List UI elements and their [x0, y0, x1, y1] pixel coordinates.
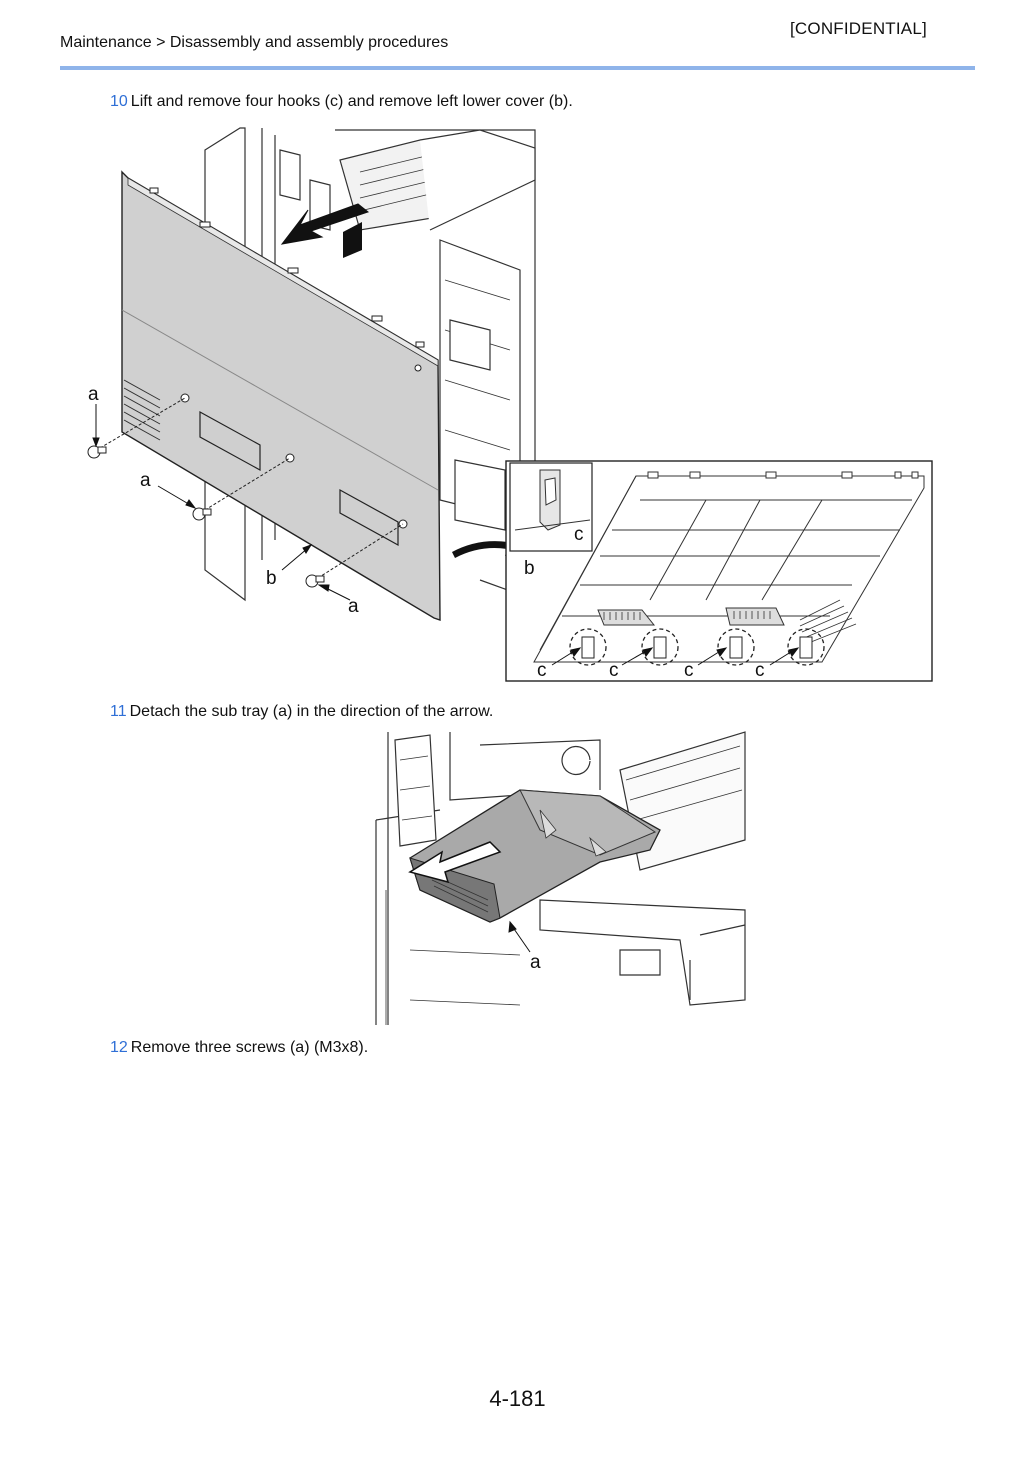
label-c-4: c — [755, 660, 765, 681]
header-rule — [60, 66, 975, 70]
label-b-inset: b — [524, 558, 535, 579]
left-lower-cover — [121, 170, 441, 621]
figure-sub-tray: a — [375, 731, 746, 1025]
label-a-3: a — [348, 596, 359, 617]
hooks-c — [569, 628, 825, 666]
step-text: Lift and remove four hooks (c) and remov… — [130, 93, 573, 110]
step-number: 12 — [110, 1039, 128, 1056]
screws-a — [87, 397, 404, 588]
label-a: a — [530, 952, 541, 973]
label-c-2: c — [609, 660, 619, 681]
figure-left-lower-cover: a a b a — [87, 127, 933, 682]
page-number: 4-181 — [489, 1386, 546, 1411]
step-text: Remove three screws (a) (M3x8). — [130, 1039, 369, 1056]
step-number: 10 — [110, 93, 128, 110]
step-number: 11 — [110, 703, 127, 720]
label-a-1: a — [88, 384, 99, 405]
label-c-1: c — [537, 660, 547, 681]
label-c-3: c — [684, 660, 694, 681]
removal-arrow — [408, 841, 502, 884]
step-text: Detach the sub tray (a) in the direction… — [129, 703, 494, 720]
breadcrumb: Maintenance > Disassembly and assembly p… — [60, 34, 449, 51]
label-b-main: b — [266, 568, 277, 589]
inset-pointer-arrow — [452, 535, 520, 558]
removal-arrow — [280, 203, 370, 245]
label-c-detail: c — [574, 524, 584, 545]
sub-tray — [409, 789, 661, 923]
inset-cover-inside — [533, 471, 925, 663]
label-a-2: a — [140, 470, 151, 491]
confidential-label: [CONFIDENTIAL] — [790, 19, 927, 38]
